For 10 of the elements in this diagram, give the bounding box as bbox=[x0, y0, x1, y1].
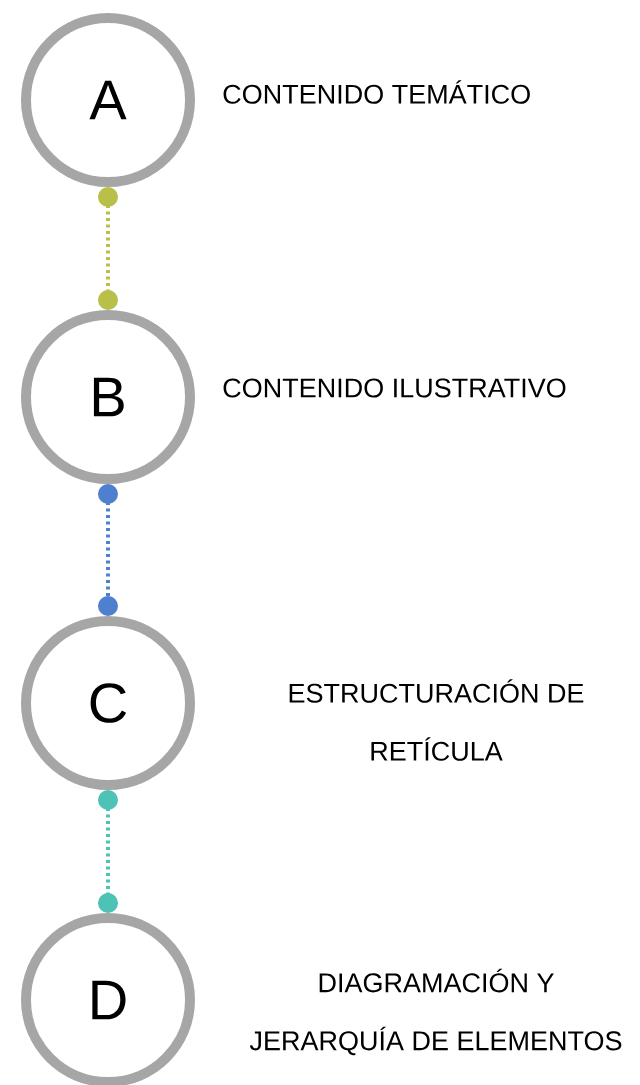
dotted-connector bbox=[98, 484, 118, 616]
beside-text: CONTENIDO TEMÁTICO bbox=[223, 80, 530, 104]
dotted-connector bbox=[98, 790, 118, 913]
beside-text: ESTRUCTURACIÓN DE RETÍCULA bbox=[289, 679, 584, 761]
dotted-connector bbox=[98, 187, 118, 310]
circle-node: C bbox=[21, 616, 195, 790]
circle-node: A bbox=[21, 13, 195, 187]
circle-node: B bbox=[21, 310, 195, 484]
beside-text: DIAGRAMACIÓN Y JERARQUÍA DE ELEMENTOS bbox=[249, 968, 622, 1056]
beside-text: CONTENIDO ILUSTRATIVO bbox=[223, 378, 566, 398]
